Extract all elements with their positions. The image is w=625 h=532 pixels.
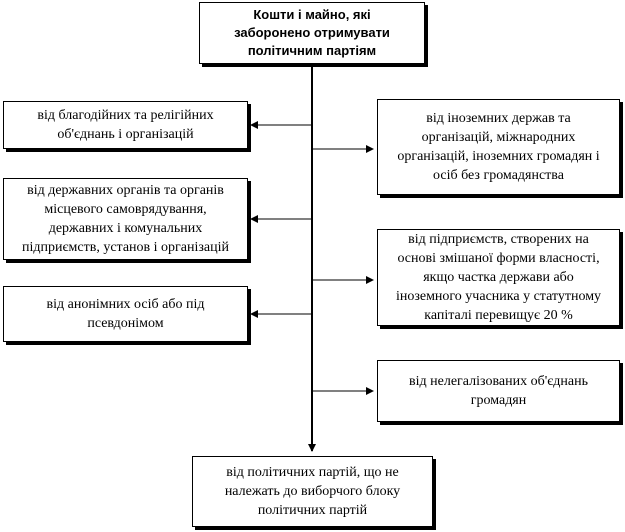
box-foreign-states: від іноземних держав та організацій, між…	[377, 99, 620, 195]
box-line: підприємств, установ і організацій	[22, 240, 229, 255]
root-line: заборонено отримувати	[234, 25, 390, 40]
box-line: іноземного учасника у статутному	[395, 289, 602, 304]
box-anonymous-persons: від анонімних осіб або під псевдонімом	[3, 286, 248, 342]
box-line: якщо частка держави або	[423, 270, 574, 285]
root-box-prohibited-funds: Кошти і майно, які заборонено отримувати…	[199, 2, 425, 64]
root-line: політичним партіям	[247, 43, 377, 58]
box-charitable-religious: від благодійних та релігійних об'єднань …	[3, 101, 248, 149]
box-line: об'єднань і організацій	[57, 127, 194, 142]
box-mixed-ownership-enterprises: від підприємств, створених на основі змі…	[377, 229, 620, 326]
root-line: Кошти і майно, які	[253, 7, 371, 22]
box-state-bodies: від державних органів та органів місцево…	[3, 178, 248, 260]
box-line: осіб без громадянства	[433, 168, 564, 183]
box-line: політичних партій	[257, 503, 368, 518]
box-line: капіталі перевищує 20 %	[424, 308, 573, 323]
box-line: псевдонімом	[87, 316, 164, 331]
box-line: від нелегалізованих об'єднань	[409, 374, 588, 389]
box-line: державних і комунальних	[48, 221, 203, 236]
box-line: від державних органів та органів	[27, 183, 224, 198]
box-line: основі змішаної форми власності,	[397, 251, 600, 266]
box-line: громадян	[470, 393, 527, 408]
box-line: місцевого самоврядування,	[44, 202, 207, 217]
box-line: організацій, іноземних громадян і	[397, 149, 600, 164]
box-line: організацій, міжнародних	[421, 130, 576, 145]
box-line: належать до виборчого блоку	[224, 484, 401, 499]
box-line: від іноземних держав та	[426, 111, 571, 126]
box-line: від благодійних та релігійних	[37, 108, 214, 123]
box-line: від політичних партій, що не	[226, 465, 399, 480]
box-line: від анонімних осіб або під	[46, 297, 205, 312]
box-line: від підприємств, створених на	[408, 232, 589, 247]
box-other-political-parties: від політичних партій, що не належать до…	[192, 456, 433, 527]
box-unlegalized-associations: від нелегалізованих об'єднань громадян	[377, 360, 620, 422]
